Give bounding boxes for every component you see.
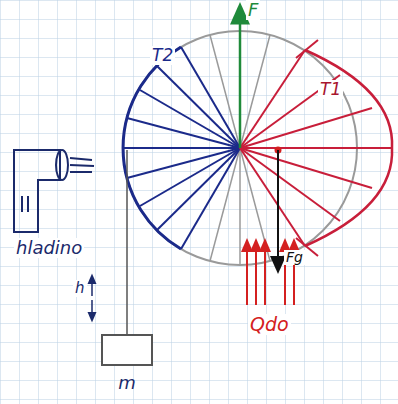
mass-label: m: [101, 372, 153, 393]
heat-label: Qdo: [248, 314, 291, 335]
temperature-label: T1: [318, 80, 343, 99]
block-outline: [101, 334, 153, 366]
gravity-label: Fg: [284, 250, 305, 265]
mass-block: m: [101, 334, 153, 393]
temperature-label: T2: [150, 46, 175, 65]
force-label: F: [246, 0, 260, 20]
cooler-label: hladino: [14, 238, 84, 258]
height-label: h: [73, 280, 87, 297]
